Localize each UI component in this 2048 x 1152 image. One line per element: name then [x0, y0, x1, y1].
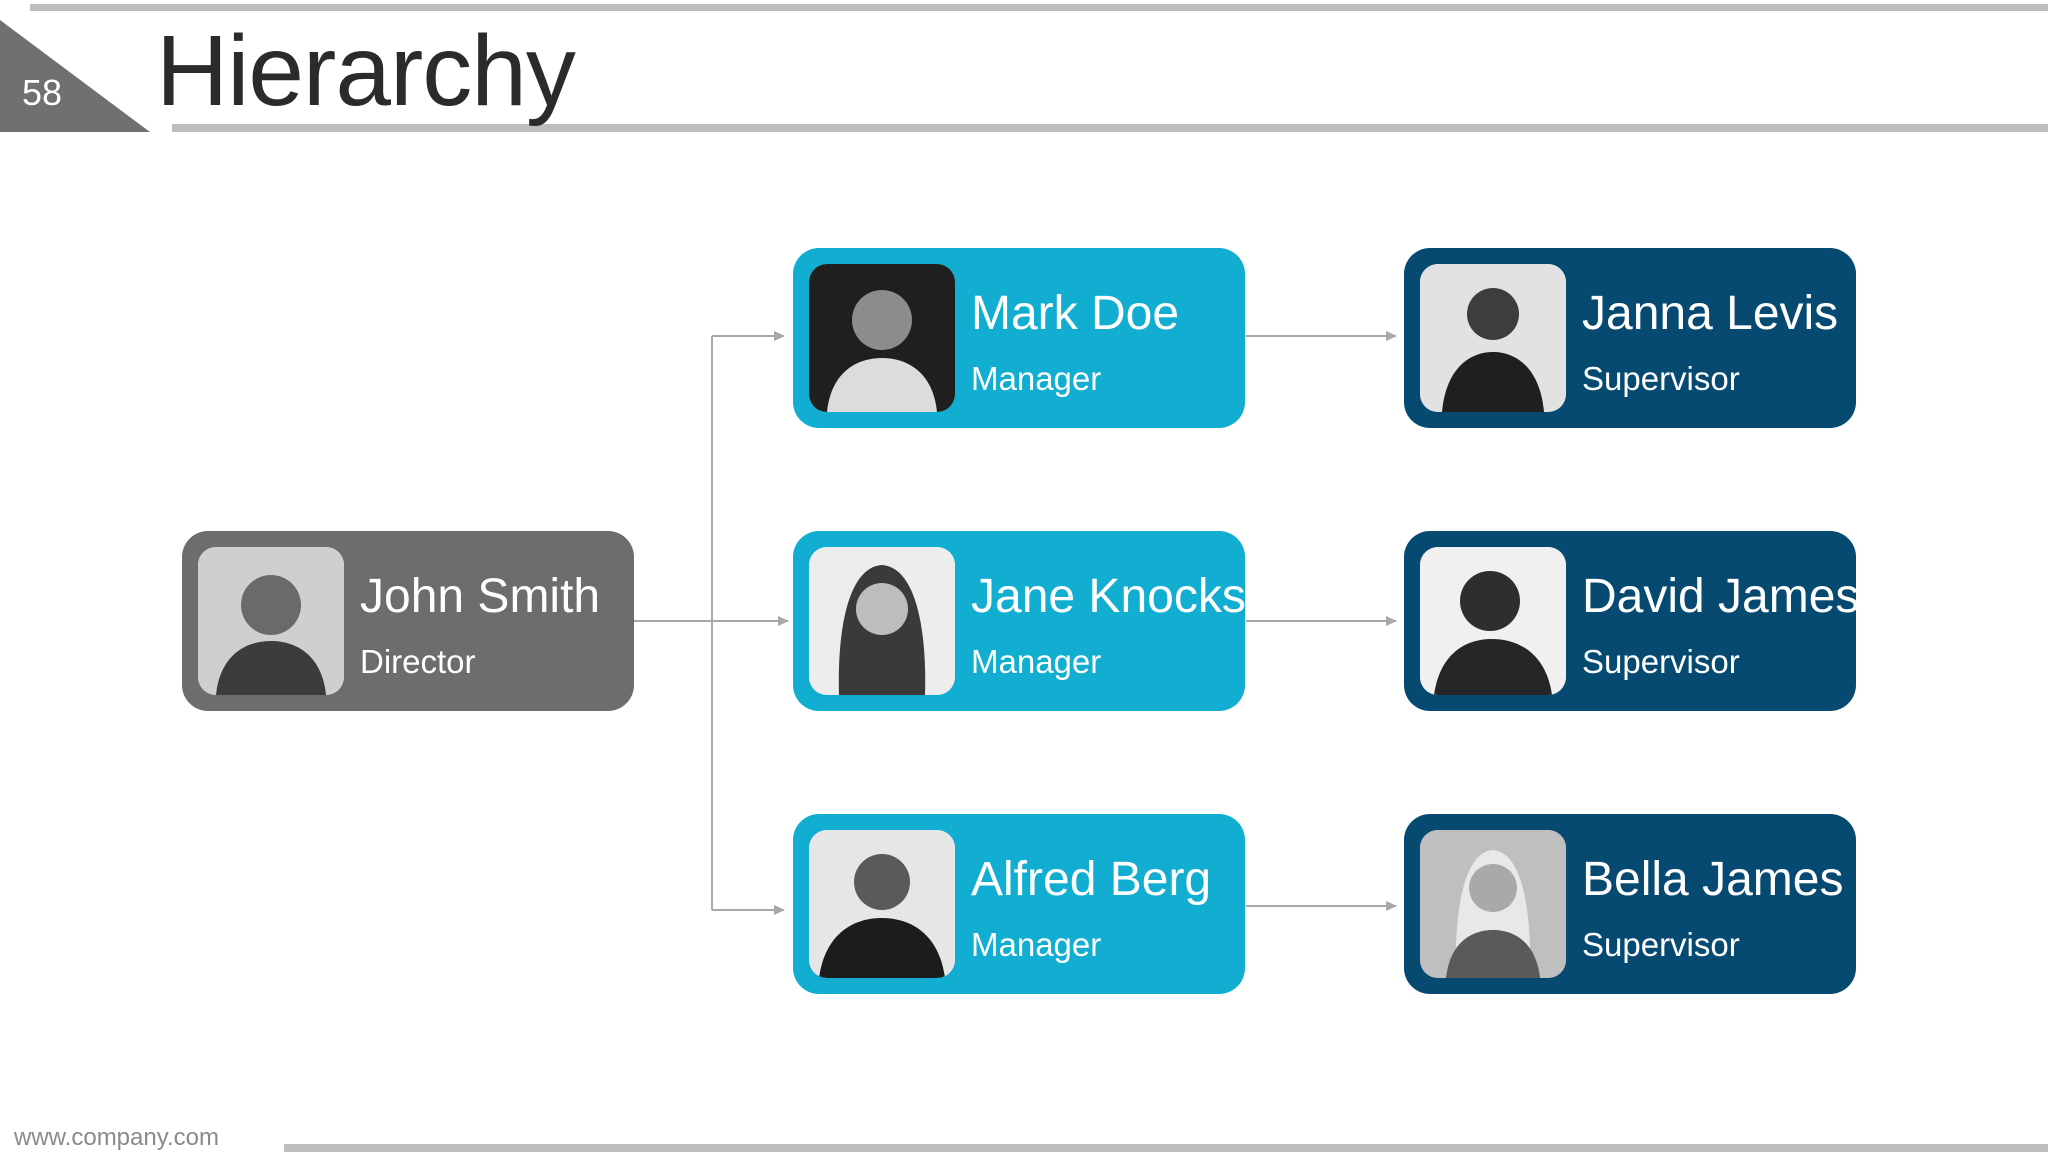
person-silhouette-icon: [198, 547, 344, 695]
slide-number-tab: [0, 20, 150, 132]
connectors: [634, 331, 1397, 915]
person-silhouette-icon: [809, 830, 955, 978]
slide-title: Hierarchy: [156, 15, 576, 127]
director-photo: [198, 547, 344, 695]
manager-role: Manager: [971, 643, 1102, 680]
director-name: John Smith: [360, 570, 601, 623]
slide-number: 58: [22, 72, 63, 113]
manager-card-2[interactable]: Jane Knocks Manager: [793, 531, 1246, 711]
footer-url: www.company.com: [14, 1124, 219, 1151]
person-silhouette-icon: [1420, 830, 1566, 978]
manager-photo: [809, 547, 955, 695]
person-silhouette-icon: [1420, 264, 1566, 412]
director-card[interactable]: John Smith Director: [182, 531, 634, 711]
manager-name: Jane Knocks: [971, 570, 1246, 623]
supervisor-card-1[interactable]: Janna Levis Supervisor: [1404, 248, 1856, 428]
manager-photo: [809, 830, 955, 978]
person-silhouette-icon: [809, 264, 955, 412]
supervisor-photo: [1420, 264, 1566, 412]
manager-role: Manager: [971, 360, 1102, 397]
director-role: Director: [360, 643, 476, 680]
supervisor-name: David James: [1582, 570, 1860, 623]
supervisor-photo: [1420, 547, 1566, 695]
supervisor-card-2[interactable]: David James Supervisor: [1404, 531, 1860, 711]
supervisor-photo: [1420, 830, 1566, 978]
title-underline: [172, 124, 2048, 132]
manager-name: Mark Doe: [971, 287, 1180, 340]
bottom-rule: [284, 1144, 2048, 1152]
supervisor-name: Janna Levis: [1582, 287, 1839, 340]
manager-card-1[interactable]: Mark Doe Manager: [793, 248, 1245, 428]
manager-name: Alfred Berg: [971, 853, 1212, 906]
manager-card-3[interactable]: Alfred Berg Manager: [793, 814, 1245, 994]
supervisor-name: Bella James: [1582, 853, 1844, 906]
supervisor-role: Supervisor: [1582, 643, 1740, 680]
manager-role: Manager: [971, 926, 1102, 963]
supervisor-card-3[interactable]: Bella James Supervisor: [1404, 814, 1856, 994]
supervisor-role: Supervisor: [1582, 926, 1740, 963]
person-silhouette-icon: [1420, 547, 1566, 695]
top-rule: [30, 4, 2048, 11]
person-silhouette-icon: [809, 547, 955, 695]
manager-photo: [809, 264, 955, 412]
supervisor-role: Supervisor: [1582, 360, 1740, 397]
